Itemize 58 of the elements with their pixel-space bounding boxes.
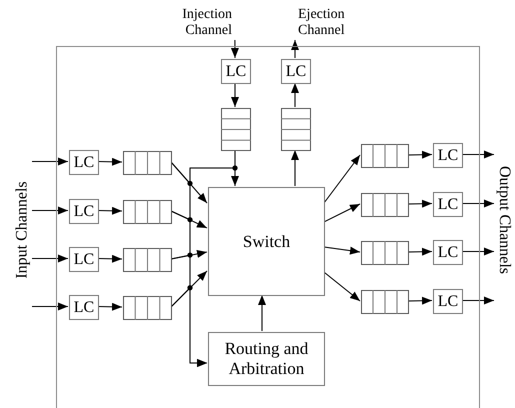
arrow [98,254,122,263]
arrow [170,250,208,260]
node-label: LC [438,194,458,214]
arrow [324,154,360,204]
router-boundary [56,46,480,408]
process-box [208,332,325,386]
arrow [291,150,299,186]
node-label: LC [74,202,94,222]
arrow [98,302,122,311]
node-label: LC [438,242,458,262]
lc-box [433,192,463,217]
arrow [408,150,432,159]
arrow [408,296,432,305]
channel-label: Injection Channel [181,7,232,39]
node-label: LC [286,62,306,82]
side-label: Input Channels [14,181,32,279]
node-label: Routing and Arbitration [224,339,310,379]
node-label: LC [74,152,94,172]
node-label: LC [226,62,246,82]
arrow [462,200,494,208]
side-label: Output Channels [494,166,512,274]
lc-box [221,59,251,84]
arrow [291,82,299,108]
node-label: LC [74,298,94,318]
arrow [98,158,122,166]
arrow [408,248,432,256]
arrow [230,40,239,58]
arrow [462,248,494,256]
arrow [231,82,239,108]
arrow [170,162,208,204]
arrow [98,206,122,215]
lc-box [69,295,99,320]
lc-box [69,150,99,175]
lc-box [69,199,99,224]
lc-box [433,289,463,314]
node-label: LC [438,146,458,166]
node-label: LC [438,292,458,312]
arrow [324,204,360,222]
arrow [324,246,360,255]
lc-box [281,59,311,84]
arrow [32,206,68,214]
node-label: LC [74,250,94,270]
arrow [170,286,208,367]
arrow [32,302,68,310]
arrow [408,200,432,208]
arrow [258,294,266,332]
arrow [324,272,360,302]
channel-label: Ejection Channel [298,7,346,39]
arrow [462,150,494,158]
process-box [208,187,325,296]
arrow [291,40,299,58]
lc-box [433,143,463,168]
node-label: Switch [242,232,292,252]
arrow [462,296,494,304]
arrow [32,254,68,262]
lc-box [69,247,99,272]
arrow [32,158,68,166]
lc-box [433,240,463,265]
